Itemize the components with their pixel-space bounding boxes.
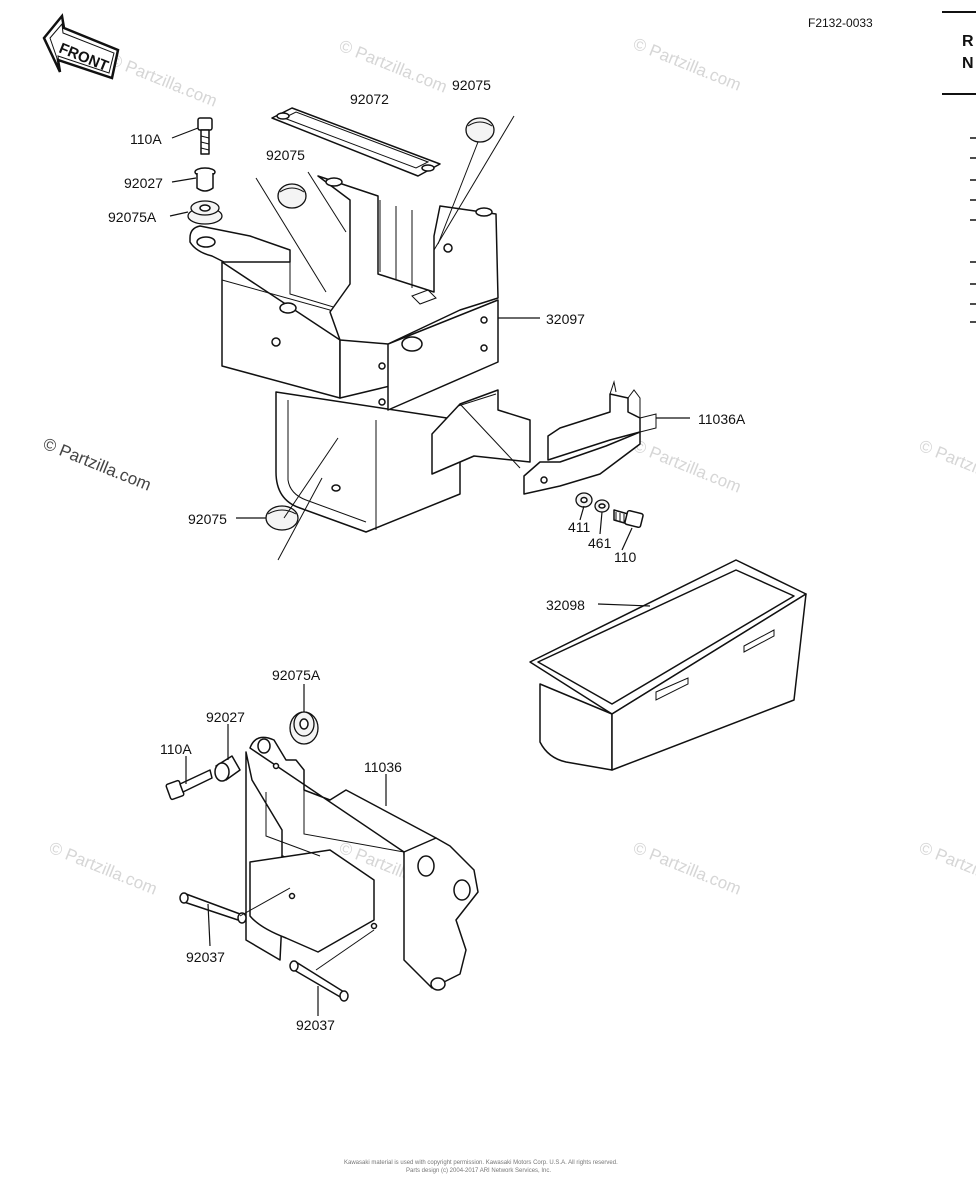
callout-11036a: 11036A [698,411,746,427]
bracket-11036a [431,380,657,495]
watermark: © Partzilla.com [631,34,744,95]
callout-32098: 32098 [546,597,585,613]
watermark-group: © Partzilla.com © Partzilla.com © Partzi… [41,34,976,899]
watermark: © Partzilla.com [631,838,744,899]
watermark: © Partzilla.com [631,436,744,497]
callout-92072: 92072 [350,91,389,107]
watermark: © Partzilla.com [47,838,160,899]
callout-92027-bottom: 92027 [206,709,245,725]
washer-461 [594,499,610,513]
clip-92037-a [179,892,247,924]
tray-32098 [529,559,807,771]
bolt-110a-top [197,117,213,155]
clip-guide-lines [239,887,375,971]
front-arrow-icon: FRONT [42,13,120,80]
diagram-code: F2132-0033 [808,16,873,30]
cap-guide-lines [255,115,515,561]
collar-92027-top [194,167,216,192]
watermark: © Partzilla.com [917,436,976,497]
grommet-92075a-bottom [289,711,319,745]
collar-92027-bottom [214,755,241,782]
clip-92037-b [289,960,349,1002]
grommet-92075a-top [187,200,223,225]
callout-11036: 11036 [364,759,402,775]
callout-92075a-bottom: 92075A [272,667,321,683]
cap-92075-left [277,183,307,209]
holder-11036 [245,736,479,991]
footer-line-2: Parts design (c) 2004-2017 ARI Network S… [406,1168,551,1174]
cap-92075-right [465,117,495,143]
callout-92075-right: 92075 [452,77,491,93]
callout-92027-top: 92027 [124,175,163,191]
leader-lines [169,127,690,1016]
side-heading: R N [942,11,976,323]
callout-92075-left: 92075 [266,147,305,163]
callout-110a-top: 110A [130,131,162,147]
cap-92075-bottom [265,505,299,531]
footer-line-1: Kawasaki material is used with copyright… [344,1160,618,1166]
callout-92075-bottom: 92075 [188,511,227,527]
bolt-110a-bottom [165,769,213,801]
strap-92072 [271,107,441,177]
watermark: © Partzilla.com [337,36,450,97]
watermark: © Partzilla.com [107,50,220,111]
watermark: © Partzilla.com [917,838,976,899]
callout-461: 461 [588,535,612,551]
bolt-110 [613,509,644,529]
callout-110: 110 [614,549,637,565]
callout-92037-a: 92037 [186,949,225,965]
callout-32097: 32097 [546,311,585,327]
callout-92075a-top: 92075A [108,209,157,225]
callout-411: 411 [568,519,591,535]
washer-411 [575,492,593,508]
watermark: © Partzilla.com [41,434,154,495]
callout-110a-bottom: 110A [160,741,192,757]
side-heading-line-2: N [962,55,974,72]
side-heading-line-1: R [962,33,974,50]
callout-92037-b: 92037 [296,1017,335,1033]
